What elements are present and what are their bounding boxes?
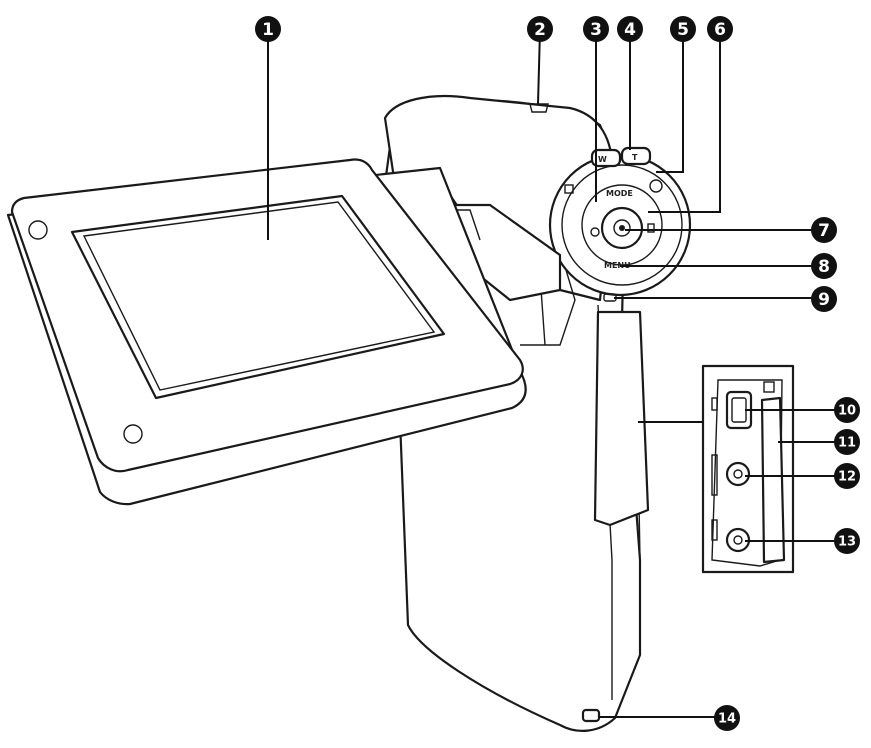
svg-text:6: 6: [714, 20, 726, 40]
callout-5: 5: [670, 16, 696, 42]
svg-text:14: 14: [718, 712, 736, 727]
svg-text:9: 9: [818, 290, 830, 310]
svg-text:4: 4: [624, 20, 636, 40]
callout-12: 12: [834, 463, 860, 489]
callout-1: 1: [255, 16, 281, 42]
svg-text:10: 10: [838, 404, 856, 419]
zoom-wide-button[interactable]: [590, 148, 622, 168]
av-jack[interactable]: [725, 461, 751, 487]
mode-label: MODE: [606, 189, 633, 198]
side-door: [593, 310, 650, 527]
callout-9: 9: [811, 286, 837, 312]
callout-3: 3: [583, 16, 609, 42]
control-dial: W T MODE MENU: [548, 146, 692, 302]
screw-top-left: [28, 220, 48, 240]
callout-11: 11: [834, 429, 860, 455]
svg-text:13: 13: [838, 535, 856, 550]
ok-button[interactable]: [613, 219, 631, 237]
callout-10: 10: [834, 397, 860, 423]
callout-7: 7: [811, 217, 837, 243]
sd-card-slot[interactable]: [760, 396, 786, 564]
top-button[interactable]: [529, 103, 549, 113]
callout-13: 13: [834, 528, 860, 554]
svg-text:7: 7: [818, 221, 830, 241]
callout-8: 8: [811, 253, 837, 279]
port-panel-inset: [701, 364, 795, 574]
callout-6: 6: [707, 16, 733, 42]
svg-text:5: 5: [677, 20, 689, 40]
svg-text:2: 2: [534, 20, 546, 40]
strap-hook[interactable]: [581, 708, 601, 723]
lcd-screen: [70, 194, 446, 400]
zoom-tele-button[interactable]: [620, 146, 652, 166]
svg-text:T: T: [632, 153, 638, 162]
shutter-icon: [649, 179, 663, 193]
svg-text:11: 11: [838, 436, 856, 451]
leader-lines: [267, 29, 838, 718]
lcd-panel: [6, 158, 527, 506]
svg-text:1: 1: [262, 20, 274, 40]
screw-bottom-left: [123, 424, 143, 444]
svg-text:12: 12: [838, 470, 856, 485]
callout-14: 14: [714, 705, 740, 731]
menu-label: MENU: [604, 261, 631, 270]
callout-4: 4: [617, 16, 643, 42]
callout-2: 2: [527, 16, 553, 42]
svg-text:3: 3: [590, 20, 602, 40]
svg-text:8: 8: [818, 257, 830, 277]
svg-text:W: W: [598, 155, 607, 164]
